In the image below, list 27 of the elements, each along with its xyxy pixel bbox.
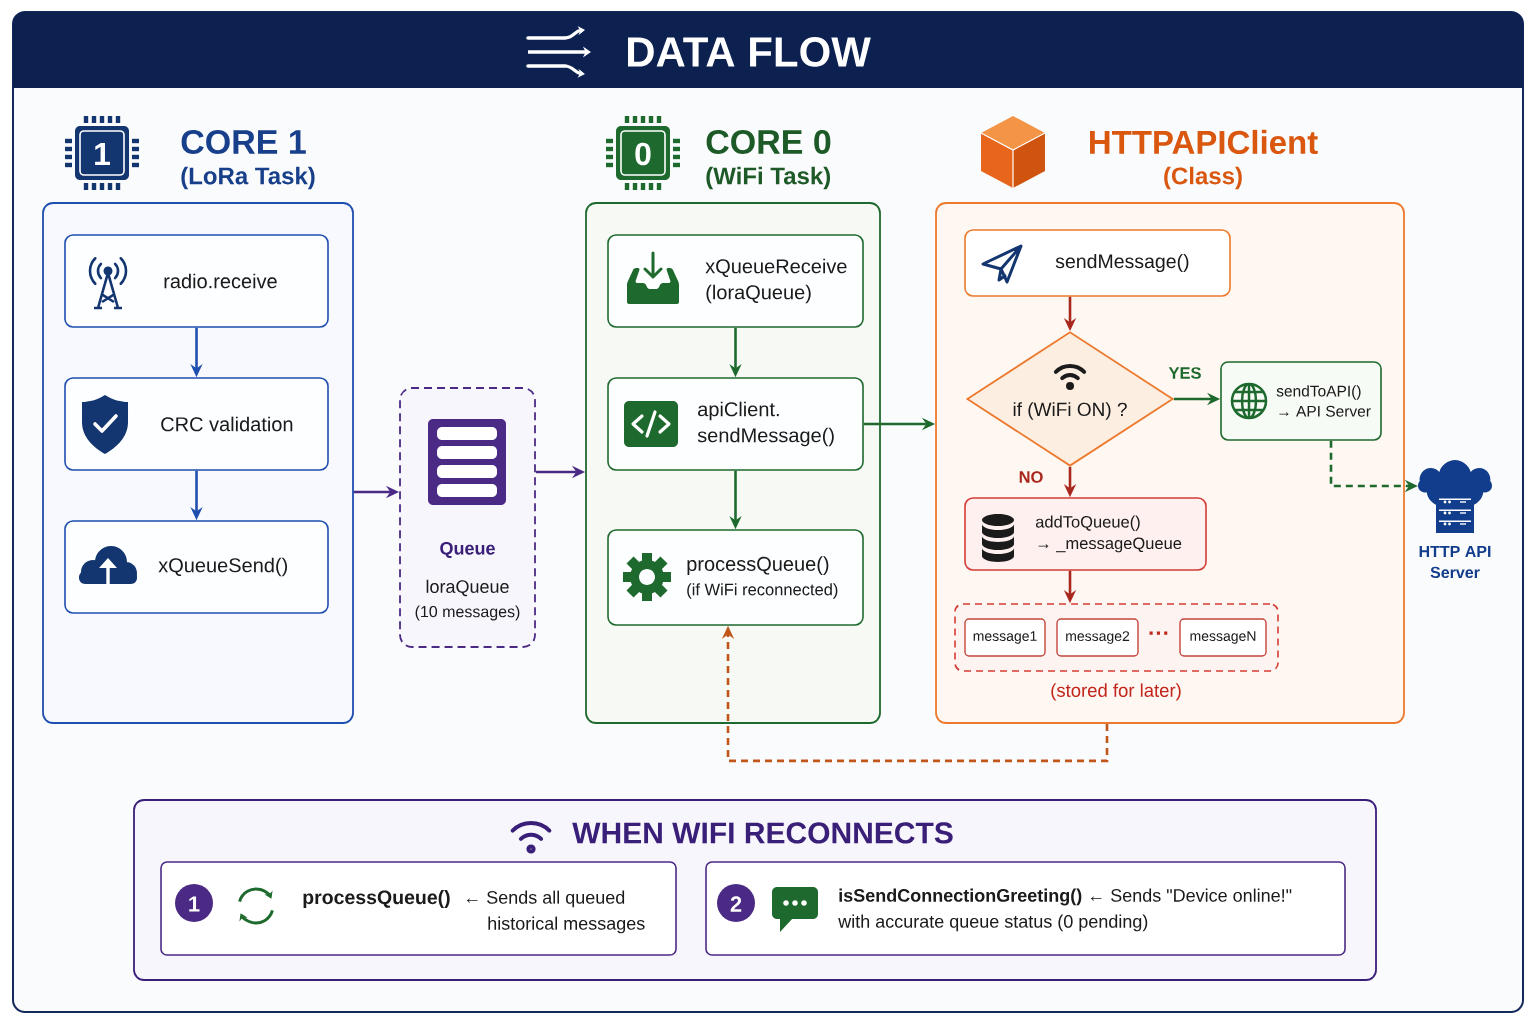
chip-number: 1 [95,143,110,165]
process-box: apiClient. sendMessage() [607,377,864,471]
number-badge: 2 [717,884,755,922]
group-label: (stored for later) [1051,683,1181,701]
process-box: xQueueReceive (loraQueue) [607,234,864,328]
panel-heading: WHEN WIFI RECONNECTS [572,822,953,844]
panel-subheading: (WiFi Task) [706,166,831,190]
message-box: messageN [1179,618,1267,657]
panel-heading: HTTPAPIClient [1090,129,1318,155]
title-bar: DATA FLOW [13,12,1523,88]
process-box: addToQueue() → _messageQueue [964,497,1207,571]
ellipsis: ··· [1149,631,1168,635]
process-box: xQueueSend() [64,520,329,614]
server-label: HTTP API Server [1419,545,1491,579]
panel-heading: CORE 1 [181,129,306,154]
message-box: message2 [1056,618,1139,657]
process-box: processQueue() (if WiFi reconnected) [607,529,864,626]
panel-subheading: (Class) [1164,166,1242,190]
panel-subheading: (LoRa Task) [181,166,315,190]
process-box: radio.receive [64,234,329,328]
process-box: sendToAPI() → API Server [1220,361,1382,441]
process-box: CRC validation [64,377,329,471]
number-badge: 1 [175,884,213,922]
message-box: message1 [964,618,1046,657]
process-box: sendMessage() [964,229,1231,297]
chip-number: 0 [635,142,651,166]
panel-heading: CORE 0 [706,129,831,154]
